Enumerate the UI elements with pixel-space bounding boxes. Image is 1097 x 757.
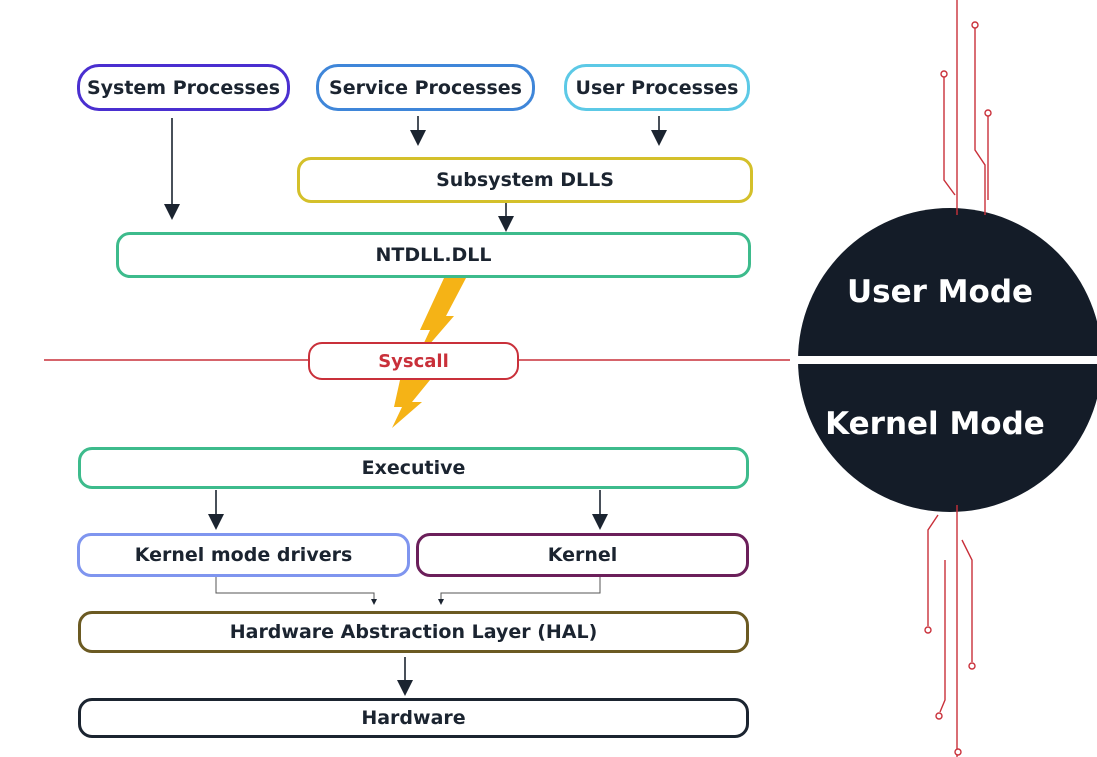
lightning-bolt-lower-icon bbox=[392, 380, 430, 428]
syscall-box: Syscall bbox=[308, 342, 519, 380]
ntdll-box: NTDLL.DLL bbox=[116, 232, 751, 278]
kernel-mode-drivers-label: Kernel mode drivers bbox=[134, 544, 353, 566]
service-processes-box: Service Processes bbox=[316, 64, 535, 111]
user-processes-label: User Processes bbox=[575, 76, 739, 99]
system-processes-box: System Processes bbox=[77, 64, 290, 111]
hal-box: Hardware Abstraction Layer (HAL) bbox=[78, 611, 749, 653]
syscall-label: Syscall bbox=[378, 350, 449, 372]
kernel-label: Kernel bbox=[547, 544, 618, 566]
hal-label: Hardware Abstraction Layer (HAL) bbox=[229, 621, 598, 643]
subsystem-dlls-label: Subsystem DLLS bbox=[436, 169, 614, 191]
hardware-box: Hardware bbox=[78, 698, 749, 738]
executive-box: Executive bbox=[78, 447, 749, 489]
mode-divider-gap bbox=[790, 356, 1097, 364]
subsystem-dlls-box: Subsystem DLLS bbox=[297, 157, 753, 203]
hardware-label: Hardware bbox=[361, 707, 466, 729]
circuit-traces-icon bbox=[940, 0, 992, 215]
arrow-drivers-to-hal bbox=[215, 577, 377, 605]
kernel-box: Kernel bbox=[416, 533, 749, 577]
ntdll-label: NTDLL.DLL bbox=[375, 244, 492, 266]
circuit-traces-bottom-icon bbox=[924, 505, 976, 757]
system-processes-label: System Processes bbox=[86, 76, 281, 99]
lightning-bolt-icon bbox=[416, 278, 466, 360]
user-processes-box: User Processes bbox=[564, 64, 750, 111]
executive-label: Executive bbox=[361, 457, 466, 479]
service-processes-label: Service Processes bbox=[329, 76, 522, 99]
arrow-kernel-to-hal bbox=[438, 577, 601, 605]
kernel-mode-drivers-box: Kernel mode drivers bbox=[77, 533, 410, 577]
kernel-mode-label: Kernel Mode bbox=[825, 406, 1045, 442]
user-mode-label: User Mode bbox=[846, 274, 1034, 310]
